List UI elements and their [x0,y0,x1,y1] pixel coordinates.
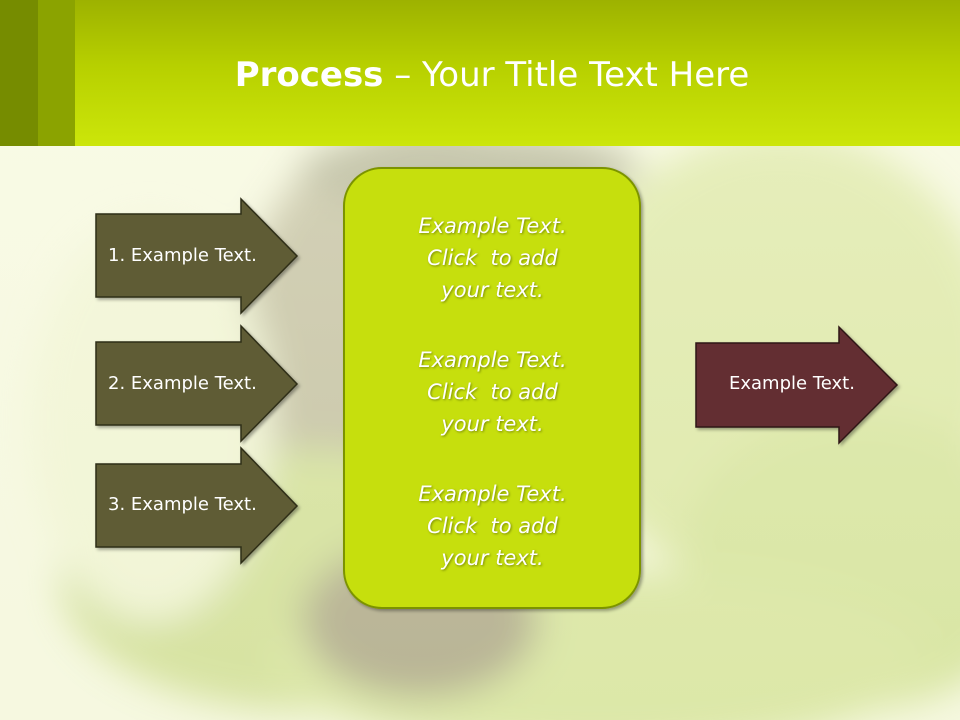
arrow-label-right[interactable]: Example Text. [729,373,855,394]
center-text-line: Click to add [427,246,558,270]
center-text-line: Click to add [427,514,558,538]
center-box-text[interactable]: Example Text. Click to add your text. Ex… [345,210,640,574]
header-accent-strip [38,0,75,146]
center-text-line: Example Text. [418,214,567,238]
title-rest: – Your Title Text Here [383,55,750,95]
center-text-line: Click to add [427,380,558,404]
arrow-shape-right[interactable] [695,325,899,445]
header-accent-strip [0,0,38,146]
center-text-line: your text. [441,412,544,436]
arrow-shape-3[interactable] [95,446,299,565]
center-box[interactable] [343,167,641,609]
center-text-line: your text. [441,278,544,302]
slide-title[interactable]: Process – Your Title Text Here [0,52,960,98]
center-text-block: Example Text. Click to add your text. [345,210,640,306]
center-text-line: your text. [441,546,544,570]
arrow-label-2[interactable]: 2. Example Text. [108,373,257,394]
center-text-line: Example Text. [418,482,567,506]
arrow-shape-1[interactable] [95,197,299,315]
arrow-label-1[interactable]: 1. Example Text. [108,245,257,266]
center-text-block: Example Text. Click to add your text. [345,344,640,440]
center-text-line: Example Text. [418,348,567,372]
arrow-shape-2[interactable] [95,324,299,443]
title-bar: Process – Your Title Text Here [0,0,960,146]
arrow-label-3[interactable]: 3. Example Text. [108,494,257,515]
center-text-block: Example Text. Click to add your text. [345,478,640,574]
title-bold: Process [234,55,384,95]
